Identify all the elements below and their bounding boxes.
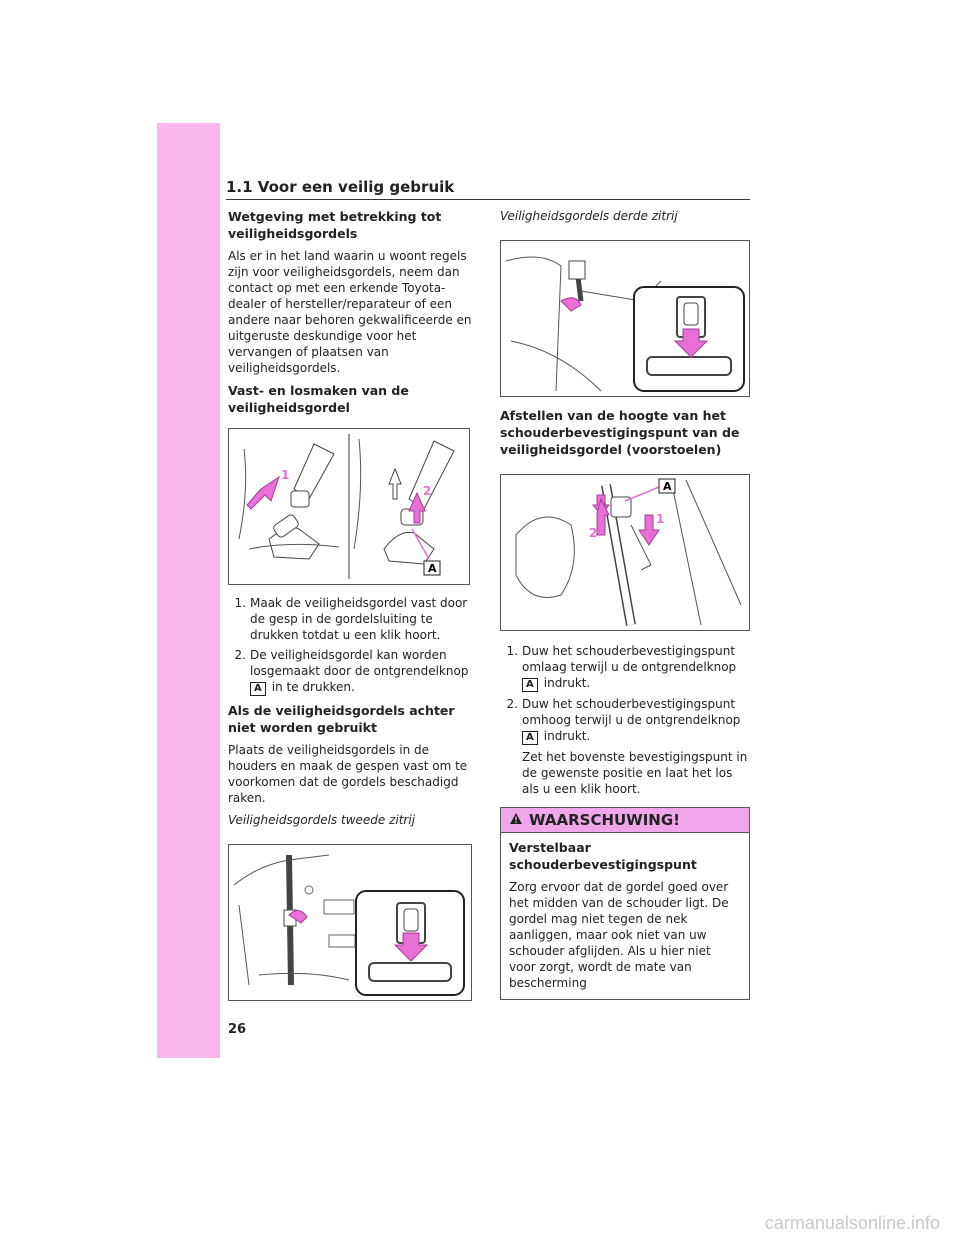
warning-header: WAARSCHUWING! [501, 808, 749, 833]
step-text: Maak de veiligheidsgordel vast door de g… [250, 596, 468, 642]
fig-height-label-a: A [663, 480, 672, 493]
caption-row3: Veiligheidsgordels derde zitrij [500, 209, 678, 223]
figure-fasten-belt: 1 2 A [228, 428, 470, 585]
watermark: carmanualsonline.info [764, 1213, 940, 1233]
list-item: 1. Maak de veiligheidsgordel vast door d… [228, 595, 478, 643]
left-column: Wetgeving met betrekking tot veiligheids… [228, 208, 478, 1001]
step-number: 1. [506, 644, 518, 658]
heading-rear: Als de veiligheidsgordels achter niet wo… [228, 703, 455, 735]
figure-height-adjust: 2 1 A [500, 474, 750, 631]
row2-belt-illustration [233, 854, 465, 996]
step-text-after: in te drukken. [271, 680, 355, 694]
warning-box: WAARSCHUWING! Verstelbaar schouderbevest… [500, 807, 750, 1000]
fig1-label-1: 1 [281, 468, 289, 482]
step-text-main: De veiligheidsgordel kan worden losgemaa… [250, 648, 469, 678]
step-text: Duw het schouderbevestigingspunt omhoog … [522, 696, 750, 797]
warning-text: Zorg ervoor dat de gordel goed over het … [509, 880, 729, 990]
shoulder-anchor-illustration: 2 1 A [515, 478, 742, 626]
right-column: Veiligheidsgordels derde zitrij Afstelle… [500, 208, 750, 1000]
fig-height-label-1: 1 [656, 512, 664, 526]
step-text-after: indrukt. [543, 729, 591, 743]
warning-subheading: Verstelbaar schouderbevestigingspunt [509, 840, 697, 872]
figure-row2-belts [228, 844, 472, 1001]
paragraph-rear: Plaats de veiligheidsgordels in de houde… [228, 743, 468, 805]
step-number: 2. [234, 648, 246, 662]
heading-law: Wetgeving met betrekking tot veiligheids… [228, 209, 442, 241]
warning-title: WAARSCHUWING! [529, 811, 681, 829]
step-text: De veiligheidsgordel kan worden losgemaa… [250, 647, 478, 696]
figure-row3-belts [500, 240, 750, 397]
warning-body: Verstelbaar schouderbevestigingspunt Zor… [501, 833, 749, 999]
margin-color-strip [157, 123, 220, 1058]
step-extra-text: Zet het bovenste bevestigingspunt in de … [522, 750, 748, 796]
height-steps-list: 1. Duw het schouderbevestigingspunt omla… [500, 643, 750, 797]
step-text-main: Duw het schouderbevestigingspunt omlaag … [522, 644, 737, 674]
warning-icon [509, 811, 523, 829]
heading-fasten: Vast- en losmaken van de veiligheidsgord… [228, 383, 409, 415]
row3-belt-illustration [505, 256, 745, 392]
fig1-label-a: A [428, 562, 437, 575]
fig1-label-2: 2 [423, 484, 431, 498]
fig-height-label-2: 2 [589, 526, 597, 540]
section-header: 1.1 Voor een veilig gebruik [226, 178, 750, 200]
release-button-badge: A [522, 731, 538, 745]
release-button-badge: A [250, 682, 266, 696]
release-button-badge: A [522, 678, 538, 692]
list-item: 1. Duw het schouderbevestigingspunt omla… [500, 643, 750, 692]
list-item: 2. Duw het schouderbevestigingspunt omho… [500, 696, 750, 797]
step-text: Duw het schouderbevestigingspunt omlaag … [522, 643, 750, 692]
page-number: 26 [228, 1022, 247, 1037]
list-item: 2. De veiligheidsgordel kan worden losge… [228, 647, 478, 696]
heading-height-adjust: Afstellen van de hoogte van het schouder… [500, 408, 740, 457]
step-text-main: Duw het schouderbevestigingspunt omhoog … [522, 697, 741, 727]
step-number: 2. [506, 697, 518, 711]
paragraph-law: Als er in het land waarin u woont regels… [228, 249, 472, 375]
step-number: 1. [234, 596, 246, 610]
fasten-steps-list: 1. Maak de veiligheidsgordel vast door d… [228, 595, 478, 696]
belt-buckle-illustration: 1 2 A [238, 434, 455, 579]
step-text-after: indrukt. [543, 676, 591, 690]
caption-row2: Veiligheidsgordels tweede zitrij [228, 813, 416, 827]
